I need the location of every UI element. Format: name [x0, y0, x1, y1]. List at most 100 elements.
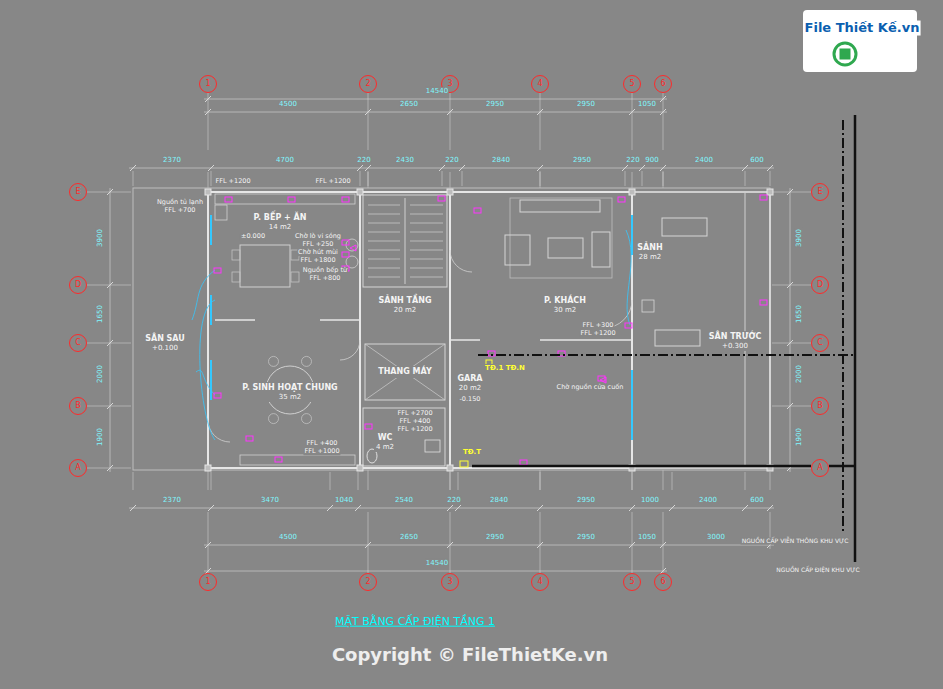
dimension-tick: [639, 165, 645, 171]
axis-name: 4: [537, 577, 542, 586]
chair-symbol: [269, 356, 279, 366]
grid-extension-line: [772, 285, 811, 286]
grid-axis-bubble: 1: [199, 573, 217, 591]
grid-axis-bubble: 5: [623, 75, 641, 93]
mounting-height: FFL +400: [398, 418, 431, 425]
wc-outline: [363, 408, 445, 466]
room-name: GARA: [457, 374, 482, 383]
stair-step: [410, 205, 443, 206]
detail-dimension: 2370: [162, 496, 182, 504]
column: [447, 189, 453, 195]
axis-name: 6: [660, 79, 665, 88]
grid-extension-line: [208, 93, 209, 150]
dimension-tick: [660, 165, 666, 171]
extension-line: [442, 171, 443, 186]
grid-axis-bubble: 5: [623, 573, 641, 591]
extension-line: [540, 472, 541, 490]
room-area: 20 m2: [378, 306, 431, 314]
grid-extension-line: [208, 470, 209, 490]
grid-extension-line: [368, 470, 369, 490]
grid-extension-line: [450, 93, 451, 150]
grid-axis-bubble: C: [69, 334, 87, 352]
dimension-tick: [629, 505, 635, 511]
extension-line: [358, 472, 359, 490]
logo-text: File Thiết Kế.vn: [804, 21, 921, 36]
dimension-tick: [447, 505, 453, 511]
detail-dimension: 220: [625, 156, 640, 164]
wire: [200, 300, 215, 440]
stair-step: [368, 205, 400, 206]
extension-line: [745, 472, 746, 490]
room-label: P. BẾP + ĂN14 m2: [252, 212, 309, 231]
extension-line: [458, 472, 459, 490]
grid-extension-line: [540, 93, 541, 150]
outlet-note: Nguồn bếp từ: [302, 267, 348, 274]
elevator-cross: [365, 344, 445, 400]
mounting-height: FFL +1200: [579, 330, 616, 337]
mounting-height: FFL +1800: [299, 257, 336, 264]
outlet-symbol: [342, 197, 349, 202]
extension-line: [745, 171, 746, 186]
outer-wall: [208, 192, 632, 468]
step-edge: [745, 192, 746, 468]
mounting-height: FFL +400: [305, 440, 338, 447]
room-area: +0.300: [709, 342, 762, 350]
extension-line: [672, 472, 673, 490]
detail-dimension: 3470: [260, 496, 280, 504]
grid-dimension: 1050: [637, 533, 657, 541]
dimension-tick: [357, 165, 363, 171]
room-label: SẢNH28 m2: [635, 242, 664, 261]
grid-extension-line: [450, 172, 451, 188]
extension-line: [663, 171, 664, 186]
axis-name: B: [75, 401, 81, 410]
drawing-title: MẶT BẰNG CẤP ĐIỆN TẦNG 1: [333, 616, 497, 629]
axis-name: 2: [365, 577, 370, 586]
dimension-tick: [622, 165, 628, 171]
site-boundary: [133, 188, 770, 470]
room-label: GARA20 m2: [455, 373, 484, 392]
grid-dimension: 4500: [278, 533, 298, 541]
grid-extension-line: [450, 470, 451, 490]
room-area: +0.100: [145, 344, 185, 352]
chair-symbol: [302, 414, 312, 424]
detail-dimension: 2950: [576, 496, 596, 504]
grid-dimension: 2950: [576, 100, 596, 108]
extension-line: [462, 171, 463, 186]
dimension-tick: [767, 505, 773, 511]
grid-extension-line: [368, 512, 369, 573]
sofa: [520, 200, 600, 212]
room-area: 30 m2: [544, 306, 586, 314]
grid-extension-line: [540, 512, 541, 573]
logo-icon: [840, 49, 850, 59]
grid-dimension: 3000: [706, 533, 726, 541]
watermark: Copyright © FileThietKe.vn: [331, 645, 609, 666]
grid-extension-line: [87, 192, 131, 193]
dimension-tick: [669, 505, 675, 511]
mounting-height: FFL +2700: [396, 410, 433, 417]
axis-name: 5: [629, 79, 634, 88]
panel-symbol: [460, 461, 468, 467]
dimension-line: [110, 188, 111, 472]
extension-line: [133, 171, 134, 186]
axis-name: A: [75, 463, 80, 472]
dimension-tick: [130, 165, 136, 171]
coffee-table: [548, 238, 583, 258]
door-swing: [340, 340, 360, 360]
chair-symbol: [291, 272, 299, 282]
power-line: [854, 115, 857, 562]
dimension-tick: [365, 165, 371, 171]
cabinet: [240, 455, 355, 465]
extension-line: [642, 171, 643, 186]
outlet-note: Nguồn tủ lạnh: [156, 199, 204, 206]
interior-wall: [215, 319, 255, 321]
grid-axis-bubble: D: [69, 276, 87, 294]
grid-dimension: 2000: [795, 364, 803, 384]
detail-dimension: 2400: [694, 156, 714, 164]
grid-extension-line: [663, 470, 664, 490]
detail-dimension: 600: [749, 496, 764, 504]
stair-step: [410, 223, 443, 224]
extension-line: [625, 171, 626, 186]
outlet-symbol: [618, 197, 625, 202]
grid-axis-bubble: 6: [654, 75, 672, 93]
